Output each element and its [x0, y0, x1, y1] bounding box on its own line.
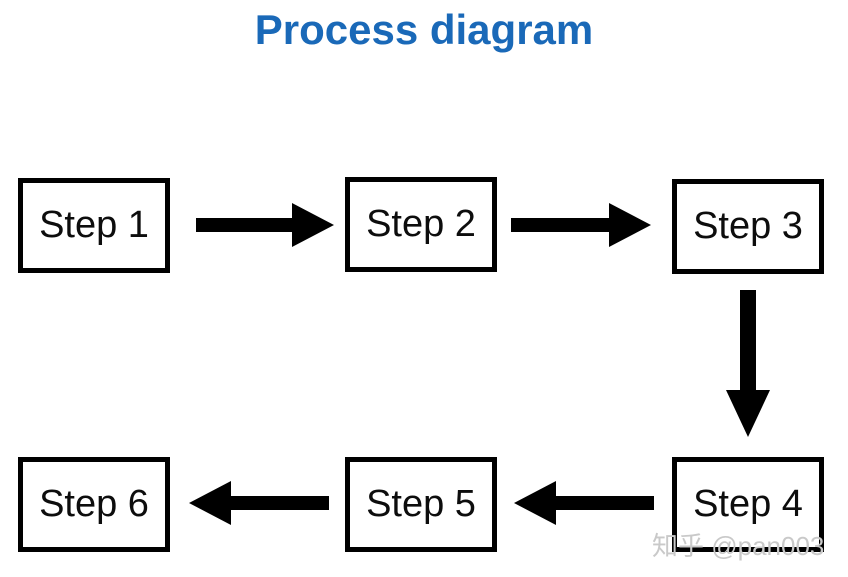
flow-box-step-4: Step 4	[672, 457, 824, 552]
flow-box-step-1: Step 1	[18, 178, 170, 273]
flow-box-step-6-label: Step 6	[39, 483, 149, 525]
watermark: 知乎 @pan003	[652, 531, 825, 561]
flow-box-step-2: Step 2	[345, 177, 497, 272]
flow-box-step-3-label: Step 3	[693, 205, 803, 247]
arrow-left-icon	[512, 478, 654, 533]
arrow-right-icon	[511, 200, 653, 255]
flow-box-step-6: Step 6	[18, 457, 170, 552]
arrow-down-icon	[723, 290, 773, 443]
flow-box-step-4-label: Step 4	[693, 483, 803, 525]
flow-box-step-5-label: Step 5	[366, 483, 476, 525]
flow-box-step-1-label: Step 1	[39, 204, 149, 246]
flow-box-step-3: Step 3	[672, 179, 824, 274]
page-title: Process diagram	[254, 6, 594, 53]
flow-box-step-2-label: Step 2	[366, 203, 476, 245]
arrow-right-icon	[196, 200, 336, 255]
arrow-left-icon	[187, 478, 329, 533]
flow-box-step-5: Step 5	[345, 457, 497, 552]
